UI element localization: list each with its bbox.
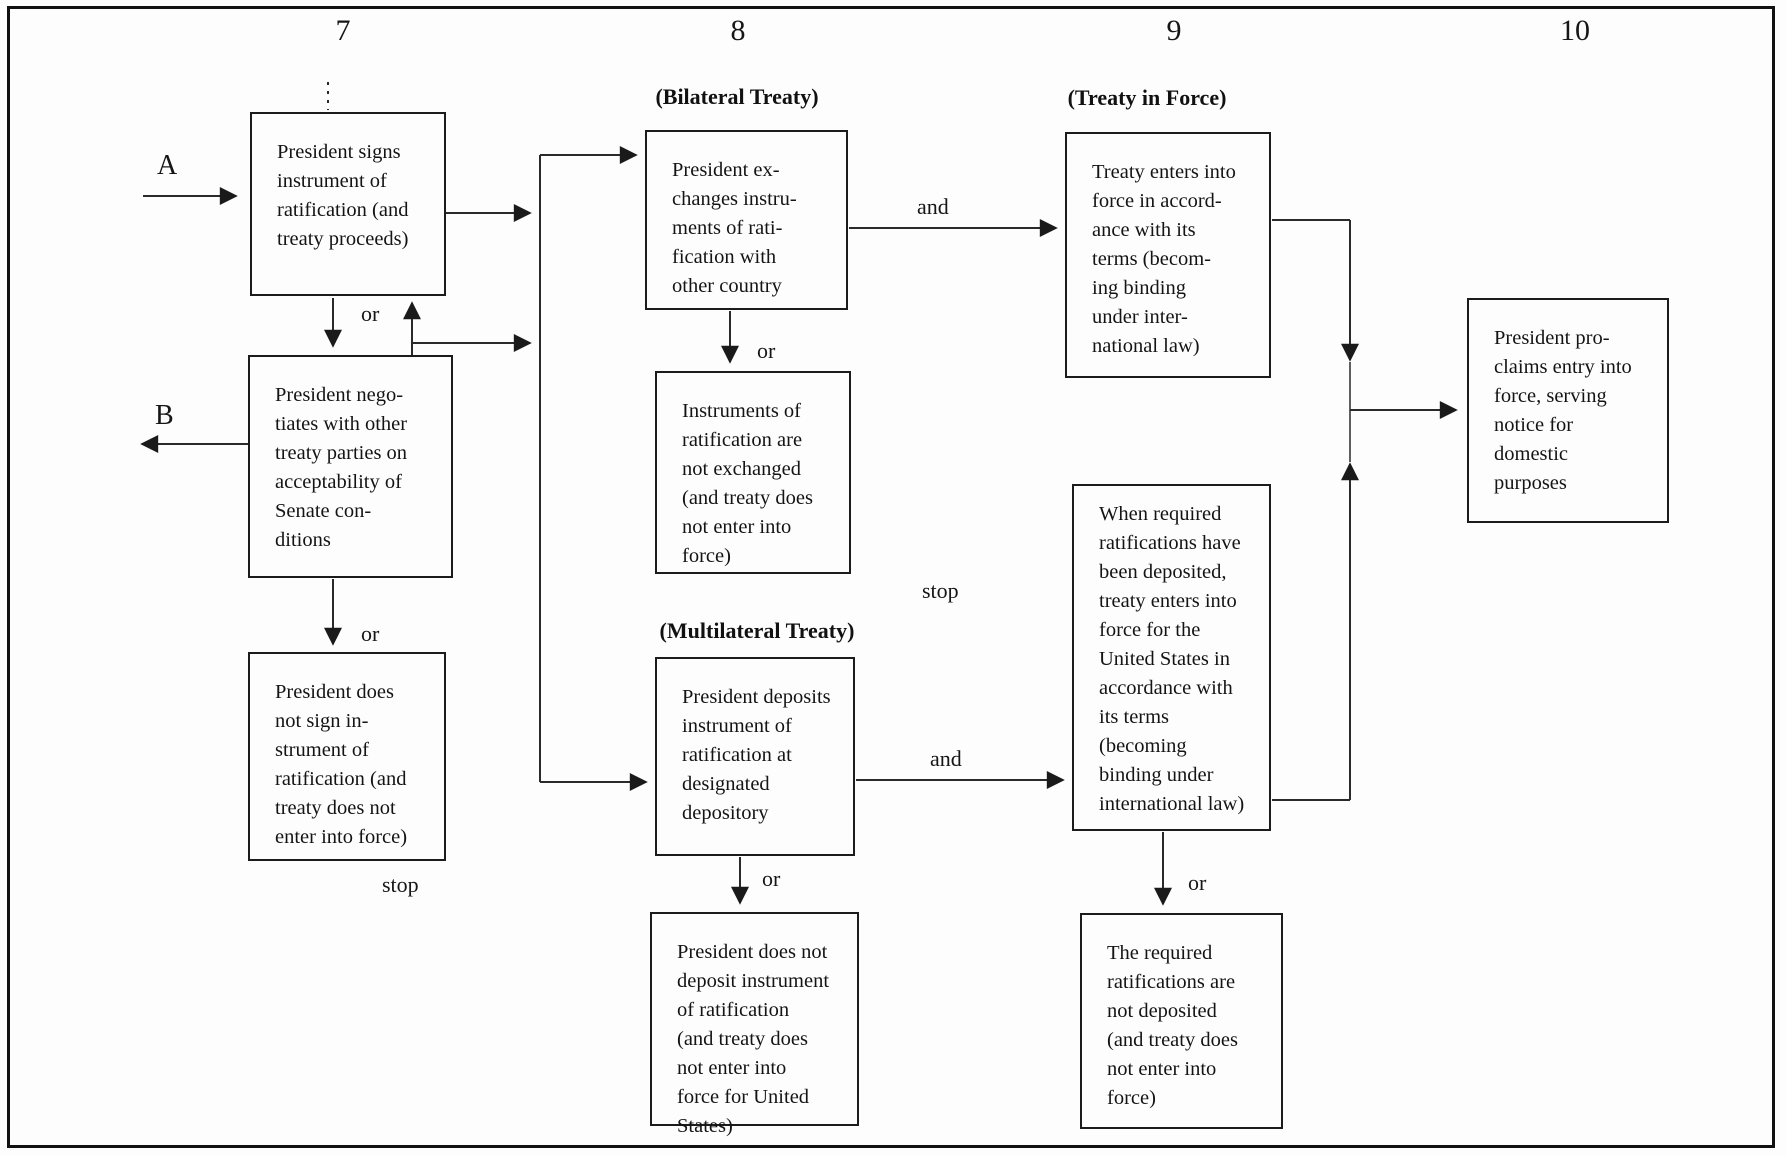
box-president-signs-text: President signs instrument of ratificati… <box>277 141 409 250</box>
box-treaty-enters-force: Treaty enters into force in accord- ance… <box>1065 132 1271 378</box>
box-instruments-not-exchanged: Instruments of ratification are not exch… <box>655 371 851 574</box>
box-president-not-sign-text: President does not sign in- strument of … <box>275 681 408 848</box>
box-president-signs: President signs instrument of ratificati… <box>250 112 446 296</box>
column-header-10: 10 <box>1560 14 1590 47</box>
box-required-not-deposited-text: The required ratifications are not depos… <box>1107 942 1238 1109</box>
label-and-2: and <box>930 746 962 771</box>
box-when-required-ratifications: When required ratifications have been de… <box>1072 484 1271 831</box>
bilateral-treaty-header: (Bilateral Treaty) <box>655 84 819 109</box>
box-president-not-sign: President does not sign in- strument of … <box>248 652 446 861</box>
box-president-not-deposit-text: President does not deposit instrument of… <box>677 941 830 1137</box>
box-president-negotiates-text: President nego- tiates with other treaty… <box>275 384 408 551</box>
label-stop-2: stop <box>922 578 959 603</box>
multilateral-treaty-header: (Multilateral Treaty) <box>659 618 855 643</box>
box-instruments-not-exchanged-text: Instruments of ratification are not exch… <box>682 400 813 567</box>
label-and-1: and <box>917 194 949 219</box>
box-president-proclaims-text: President pro- claims entry into force, … <box>1494 327 1632 494</box>
box-required-not-deposited: The required ratifications are not depos… <box>1080 913 1283 1129</box>
label-or-3: or <box>757 338 776 363</box>
column-header-9: 9 <box>1166 14 1182 47</box>
box-president-negotiates: President nego- tiates with other treaty… <box>248 355 453 578</box>
box-treaty-enters-force-text: Treaty enters into force in accord- ance… <box>1092 161 1236 357</box>
label-or-5: or <box>1188 870 1207 895</box>
column-header-7: 7 <box>335 14 351 47</box>
box-president-exchanges: President ex- changes instru- ments of r… <box>645 130 848 310</box>
box-president-exchanges-text: President ex- changes instru- ments of r… <box>672 159 797 297</box>
box-president-not-deposit: President does not deposit instrument of… <box>650 912 859 1137</box>
label-b: B <box>155 400 174 431</box>
box-president-deposits-text: President deposits instrument of ratific… <box>682 686 831 824</box>
label-a: A <box>157 150 178 181</box>
label-or-1: or <box>361 301 380 326</box>
box-president-deposits: President deposits instrument of ratific… <box>655 657 855 856</box>
box-when-required-ratifications-text: When required ratifications have been de… <box>1099 503 1245 815</box>
label-or-2: or <box>361 621 380 646</box>
treaty-in-force-header: (Treaty in Force) <box>1067 85 1227 110</box>
column-header-8: 8 <box>730 14 746 47</box>
label-stop-1: stop <box>382 872 419 897</box>
box-president-proclaims: President pro- claims entry into force, … <box>1467 298 1669 523</box>
label-or-4: or <box>762 866 781 891</box>
figure-border <box>7 6 1775 1148</box>
